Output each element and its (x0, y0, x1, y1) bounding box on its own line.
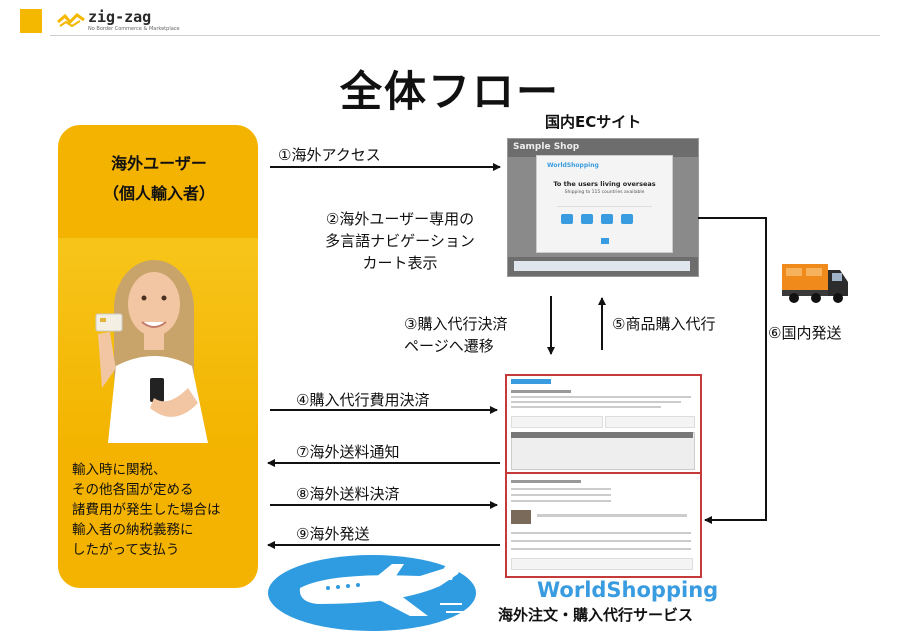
modal-brand: WorldShopping (547, 162, 599, 169)
language-modal: WorldShopping To the users living overse… (536, 155, 673, 253)
logo-subtext: No Border Commerce & Marketplace (88, 26, 180, 32)
page-title: 全体フロー (339, 67, 560, 116)
step-3-line: ページへ遷移 (404, 337, 494, 355)
step-6-label: ⑥国内発送 (768, 324, 842, 342)
step-2-line: カート表示 (362, 254, 438, 272)
tax-note-line: したがって支払う (72, 542, 180, 558)
tax-note-line: 諸費用が発生した場合は (72, 502, 221, 518)
airplane-icon (268, 555, 476, 631)
arrow-step-6 (698, 217, 767, 524)
shop-screenshot: Sample Shop WorldShopping To the users l… (507, 138, 699, 277)
step-2-line: 多言語ナビゲーション (325, 232, 475, 250)
modal-subheading: Shipping to 115 countries available (564, 190, 645, 195)
checkout-screenshot (505, 374, 702, 578)
user-title-line: 海外ユーザー (111, 154, 207, 173)
step-9-label: ⑨海外発送 (296, 525, 370, 543)
zigzag-logo-icon (57, 13, 85, 28)
header-divider (50, 35, 880, 36)
step-8-label: ⑧海外送料決済 (296, 485, 400, 503)
step-2-line: ②海外ユーザー専用の (325, 210, 475, 228)
domestic-ec-site-label: 国内ECサイト (545, 113, 642, 131)
user-title: 海外ユーザー （個人輸入者） (0, 150, 318, 204)
step-2-label: ②海外ユーザー専用の 多言語ナビゲーション カート表示 (300, 208, 500, 274)
step-3-label: ③購入代行決済 ページへ遷移 (404, 313, 507, 357)
worldshopping-logo: WorldShopping (537, 578, 719, 602)
tax-note-line: その他各国が定める (72, 482, 194, 498)
logo-square (20, 9, 42, 33)
modal-heading: To the users living overseas (553, 180, 656, 188)
tax-note-line: 輸入時に関税、 (72, 462, 167, 478)
user-title-line: （個人輸入者） (102, 184, 215, 203)
step-7-label: ⑦海外送料通知 (296, 443, 400, 461)
service-caption: 海外注文・購入代行サービス (498, 606, 694, 624)
tax-note: 輸入時に関税、 その他各国が定める 諸費用が発生した場合は 輸入者の納税義務に … (72, 460, 257, 560)
step-5-label: ⑤商品購入代行 (612, 315, 716, 333)
step-4-label: ④購入代行費用決済 (296, 391, 430, 409)
logo-text: zig-zag (88, 8, 152, 26)
step-3-line: ③購入代行決済 (404, 315, 508, 333)
woman-with-phone-photo (58, 238, 258, 443)
shop-name: Sample Shop (513, 142, 580, 152)
delivery-truck-icon (782, 264, 848, 303)
step-1-label: ①海外アクセス (278, 146, 381, 164)
tax-note-line: 輸入者の納税義務に (72, 522, 194, 538)
